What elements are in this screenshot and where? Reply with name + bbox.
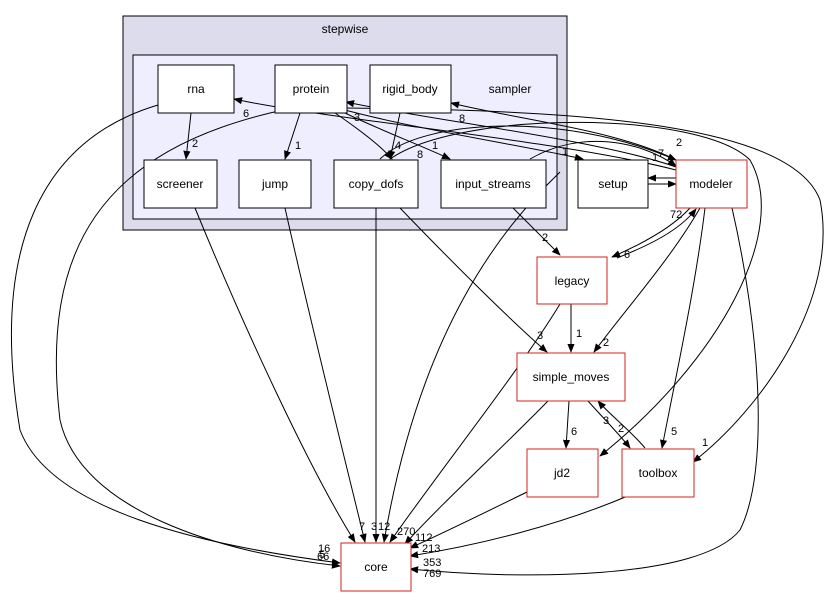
node-legacy-label: legacy xyxy=(555,274,590,288)
cluster-stepwise-label: stepwise xyxy=(322,22,369,36)
edge-label-protein-input_streams: 1 xyxy=(432,140,438,152)
node-jd2-label: jd2 xyxy=(553,466,570,480)
edge-jd2-core xyxy=(409,491,528,549)
node-core-label: core xyxy=(364,560,388,574)
edge-simple_moves-toolbox xyxy=(587,400,631,449)
edge-label-protein-core: 66 xyxy=(317,551,329,563)
edge-label-modeler-toolbox: 5 xyxy=(671,426,677,438)
node-rigid_body-label: rigid_body xyxy=(382,82,437,96)
edge-modeler-core xyxy=(409,207,759,576)
edge-label-copy_dofs-simple_moves: 3 xyxy=(537,330,543,342)
edge-protein-setup xyxy=(344,109,584,161)
edge-protein-copy_dofs xyxy=(334,112,393,160)
node-copy_dofs[interactable]: copy_dofs xyxy=(333,159,419,209)
edge-label-legacy-modeler: 72 xyxy=(670,209,682,221)
edge-input_streams-modeler xyxy=(529,141,677,167)
edge-simple_moves-core xyxy=(404,400,549,545)
node-setup-label: setup xyxy=(598,177,628,191)
edge-label-copy_dofs-core: 3 xyxy=(371,521,377,533)
edge-label-rigid_body-copy_dofs: 4 xyxy=(395,140,401,152)
edge-label-toolbox-core: 353 xyxy=(423,557,441,569)
node-toolbox-label: toolbox xyxy=(639,466,678,480)
edge-label-screener-core: 5 xyxy=(319,549,325,561)
node-setup[interactable]: setup xyxy=(577,159,649,209)
edge-labels: 2 1 4 8 1 1 6 3 8 2 7 1 2 6 72 1 3 2 6 3… xyxy=(192,108,708,580)
node-input_streams-label: input_streams xyxy=(455,177,530,191)
edge-screener-core xyxy=(194,207,356,543)
node-simple_moves-label: simple_moves xyxy=(533,370,610,384)
edge-label-modeler-core: 769 xyxy=(423,568,441,580)
edge-protein-toolbox xyxy=(344,107,824,463)
node-legacy[interactable]: legacy xyxy=(536,256,608,305)
edge-label-rna-screener: 2 xyxy=(192,138,198,150)
edge-label-protein-jump: 1 xyxy=(295,140,301,152)
edge-copy_dofs-simple_moves xyxy=(399,207,548,353)
node-copy_dofs-label: copy_dofs xyxy=(349,177,404,191)
node-modeler[interactable]: modeler xyxy=(675,159,748,209)
edge-legacy-modeler xyxy=(616,208,697,259)
node-screener[interactable]: screener xyxy=(143,159,218,209)
edge-modeler-toolbox xyxy=(659,207,706,449)
edge-label-protein-toolbox: 1 xyxy=(702,437,708,449)
edge-label-legacy-core: 270 xyxy=(397,526,415,538)
edge-label-simple_moves-toolbox: 3 xyxy=(603,415,609,427)
edge-rna-screener xyxy=(183,112,192,160)
edge-copy_dofs-modeler xyxy=(379,125,677,161)
edge-modeler-simple_moves xyxy=(593,207,701,353)
node-core[interactable]: core xyxy=(340,542,412,592)
edge-label-jd2-core: 213 xyxy=(422,543,440,555)
edge-label-protein-copy_dofs: 8 xyxy=(417,149,423,161)
edge-copy_dofs-jd2 xyxy=(389,121,762,457)
edge-jump-core xyxy=(284,207,367,543)
edge-toolbox-simple_moves xyxy=(597,400,646,449)
edge-legacy-core xyxy=(389,303,561,543)
node-modeler-label: modeler xyxy=(689,177,732,191)
edge-label-input_streams-legacy: 2 xyxy=(542,232,548,244)
edge-simple_moves-jd2 xyxy=(562,400,571,449)
edges xyxy=(10,97,824,576)
node-jd2[interactable]: jd2 xyxy=(526,448,599,498)
node-input_streams[interactable]: input_streams xyxy=(440,159,547,209)
edge-modeler-rigid_body xyxy=(450,101,681,163)
edge-label-jump-core: 7 xyxy=(359,521,365,533)
edge-label-input_streams-core: 12 xyxy=(378,521,390,533)
node-screener-label: screener xyxy=(157,177,204,191)
node-protein-label: protein xyxy=(293,82,330,96)
node-jump[interactable]: jump xyxy=(238,159,312,209)
edge-label-modeler-protein: 3 xyxy=(354,112,360,124)
node-protein[interactable]: protein xyxy=(274,64,348,114)
node-simple_moves[interactable]: simple_moves xyxy=(516,352,626,402)
edge-rna-core xyxy=(10,104,341,566)
node-rigid_body[interactable]: rigid_body xyxy=(369,64,452,114)
edge-label-protein-setup: 1 xyxy=(562,146,568,158)
edge-input_streams-legacy xyxy=(512,207,561,256)
edge-label-modeler-rigid_body: 8 xyxy=(459,113,465,125)
node-rna[interactable]: rna xyxy=(157,64,235,114)
edge-label-modeler-setup: 1 xyxy=(652,152,658,164)
edge-modeler-legacy xyxy=(611,207,691,258)
edge-toolbox-core xyxy=(409,494,631,559)
edge-label-simple_moves-jd2: 6 xyxy=(571,426,577,438)
edge-label-modeler-rna: 6 xyxy=(243,108,249,120)
edge-label-copy_dofs-modeler: 2 xyxy=(676,137,682,149)
edge-protein-jump xyxy=(284,112,301,160)
node-toolbox[interactable]: toolbox xyxy=(621,448,695,498)
cluster-sampler-label: sampler xyxy=(489,82,532,96)
edge-label-rna-core: 16 xyxy=(318,543,330,555)
node-jump-label: jump xyxy=(261,177,288,191)
edge-label-modeler-simple_moves: 2 xyxy=(603,337,609,349)
edge-label-modeler-legacy: 6 xyxy=(624,249,630,261)
edge-label-setup-modeler: 7 xyxy=(658,148,664,160)
edge-label-simple_moves-core: 112 xyxy=(415,532,433,544)
node-rna-label: rna xyxy=(187,82,205,96)
edge-label-legacy-simple_moves: 1 xyxy=(576,328,582,340)
edge-label-toolbox-simple_moves: 2 xyxy=(618,423,624,435)
